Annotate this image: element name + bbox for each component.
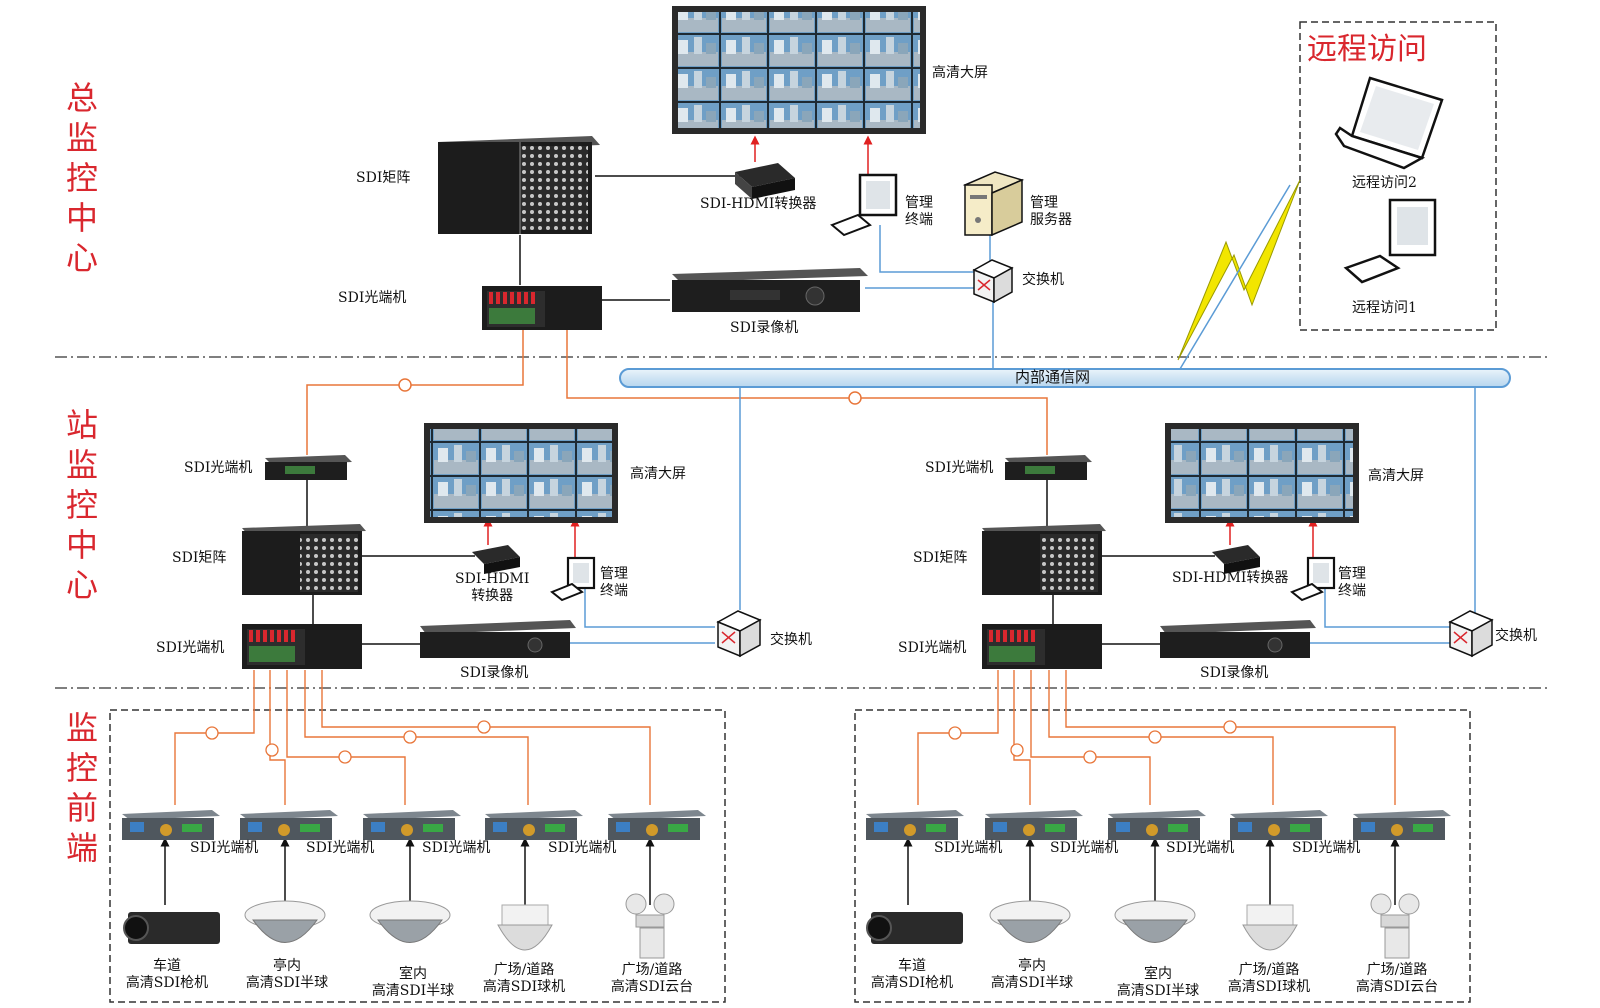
station-right-terminal-label: 管理 终端 (1338, 566, 1366, 599)
station-right-switch-label: 交换机 (1495, 628, 1537, 644)
station-right-converter-label: SDI-HDMI转换器 (1172, 570, 1289, 586)
frontend-box-right (854, 709, 1471, 1003)
remote-desktop-icon (1343, 198, 1437, 284)
hq-management-server-icon (962, 171, 1025, 237)
camera-label: 室内 高清SDI半球 (371, 966, 455, 999)
station-left-switch-icon (716, 610, 762, 658)
station-right-video-wall-icon (1165, 423, 1359, 523)
hq-sdi-optical-rack-icon (482, 286, 602, 330)
station-left-optical-bottom-label: SDI光端机 (156, 640, 225, 656)
frontend-couplers-left (205, 720, 491, 764)
speed-dome-camera-icon (497, 904, 1298, 951)
hq-sdi-recorder-icon (672, 268, 868, 312)
station-left-switch-label: 交换机 (770, 632, 812, 648)
camera-label: 室内 高清SDI半球 (1116, 966, 1200, 999)
zone-title-headquarters: 总监控中心 (65, 79, 98, 277)
station-right-screen-label: 高清大屏 (1368, 468, 1424, 484)
frontend-transceiver-label: SDI光端机 (422, 840, 491, 856)
hq-matrix-label: SDI矩阵 (356, 170, 411, 186)
station-right-optical-rack-icon (982, 624, 1102, 669)
network-bus (619, 368, 1511, 388)
frontend-transceiver-label: SDI光端机 (306, 840, 375, 856)
remote-access-box (1299, 21, 1497, 331)
station-right-links (1046, 480, 1450, 645)
station-right-switch-icon (1448, 610, 1494, 658)
station-left-optical-rack-icon (242, 624, 362, 669)
camera-label: 广场/道路 高清SDI云台 (610, 962, 694, 995)
station-right-optical-bottom-label: SDI光端机 (898, 640, 967, 656)
hq-links (306, 135, 1476, 628)
station-right-matrix-icon (982, 524, 1106, 595)
hq-server-label: 管理 服务器 (1030, 195, 1072, 228)
camera-label: 车道 高清SDI枪机 (870, 958, 954, 991)
frontend-transceiver-label: SDI光端机 (548, 840, 617, 856)
station-right-recorder-label: SDI录像机 (1200, 665, 1269, 681)
station-right-converter-icon (1212, 545, 1260, 574)
camera-label: 亭内 高清SDI半球 (245, 958, 329, 991)
station-left-matrix-label: SDI矩阵 (172, 550, 227, 566)
frontend-transceiver-label: SDI光端机 (1050, 840, 1119, 856)
camera-arrows (160, 837, 1400, 905)
frontend-couplers-right (948, 720, 1237, 764)
station-left-links (306, 480, 715, 645)
station-left-converter-icon (472, 545, 520, 574)
station-left-terminal-label: 管理 终端 (600, 566, 628, 599)
frontend-transceiver-icons (122, 810, 1451, 840)
camera-label: 广场/道路 高清SDI云台 (1355, 962, 1439, 995)
station-right-recorder-icon (1160, 620, 1316, 658)
bullet-camera-icon (123, 912, 963, 944)
hq-management-terminal-icon (830, 173, 898, 237)
zone-title-frontend: 监控前端 (65, 709, 98, 867)
station-left-recorder-label: SDI录像机 (460, 665, 529, 681)
hq-sdi-hdmi-converter-icon (735, 163, 795, 199)
frontend-box-left (109, 709, 726, 1003)
hq-optical-label: SDI光端机 (338, 290, 407, 306)
hq-screen-label: 高清大屏 (932, 65, 988, 81)
hq-recorder-label: SDI录像机 (730, 320, 799, 336)
station-right-optical-top-label: SDI光端机 (925, 460, 994, 476)
station-right-terminal-icon (1290, 556, 1336, 602)
station-left-recorder-icon (420, 620, 576, 658)
station-left-optical-top-label: SDI光端机 (184, 460, 253, 476)
remote-client-2-label: 远程访问2 (1352, 175, 1417, 191)
station-left-terminal-icon (550, 556, 596, 602)
ptz-camera-icon (625, 893, 1420, 959)
hq-switch-icon (972, 259, 1014, 304)
remote-access-title: 远程访问 (1307, 32, 1427, 67)
station-left-matrix-icon (242, 524, 366, 595)
station-left-optical-top-icon (265, 455, 352, 480)
remote-client-1-label: 远程访问1 (1352, 300, 1417, 316)
hq-terminal-label: 管理 终端 (905, 195, 933, 228)
station-left-converter-label: SDI-HDMI 转换器 (455, 571, 530, 604)
camera-label: 车道 高清SDI枪机 (125, 958, 209, 991)
station-left-screen-label: 高清大屏 (630, 466, 686, 482)
hq-sdi-matrix-icon (438, 136, 600, 234)
camera-label: 亭内 高清SDI半球 (990, 958, 1074, 991)
hq-converter-label: SDI-HDMI转换器 (700, 196, 817, 212)
fiber-coupler (398, 378, 412, 392)
hq-switch-label: 交换机 (1022, 272, 1064, 288)
station-left-video-wall-icon (424, 423, 618, 523)
frontend-transceiver-label: SDI光端机 (934, 840, 1003, 856)
dome-camera-icon (244, 900, 1196, 943)
hq-video-wall-icon (672, 6, 926, 134)
station-right-matrix-label: SDI矩阵 (913, 550, 968, 566)
zone-title-station: 站监控中心 (65, 406, 98, 604)
internal-network-label: 内部通信网 (1015, 368, 1091, 386)
frontend-transceiver-label: SDI光端机 (1166, 840, 1235, 856)
camera-label: 广场/道路 高清SDI球机 (1227, 962, 1311, 995)
station-right-optical-top-icon (1005, 455, 1092, 480)
camera-label: 广场/道路 高清SDI球机 (482, 962, 566, 995)
remote-laptop-icon (1334, 76, 1444, 170)
fiber-coupler (848, 391, 862, 405)
frontend-transceiver-label: SDI光端机 (190, 840, 259, 856)
frontend-transceiver-label: SDI光端机 (1292, 840, 1361, 856)
